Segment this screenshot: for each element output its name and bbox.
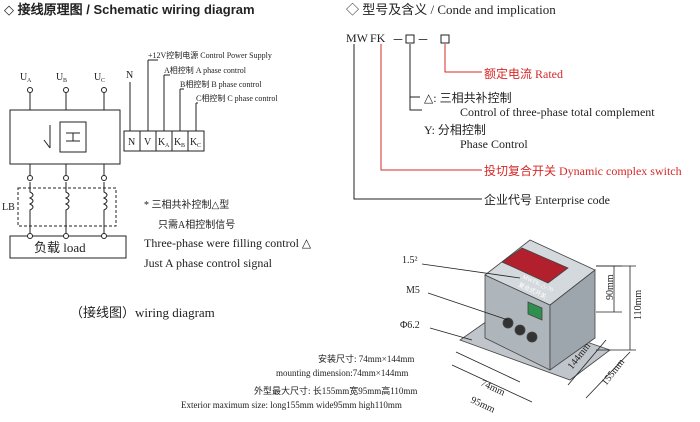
terminal-v: V	[144, 137, 152, 148]
dynamic-switch-label: 投切复合开关 Dynamic complex switch	[484, 164, 682, 178]
schematic-diagram: U A U B U C N N V K A K B K C +12V控制电源 C…	[2, 50, 278, 259]
note-line-2: 只需A相控制信号	[158, 220, 236, 231]
note-line-1: * 三相共补控制△型	[144, 200, 230, 211]
lb-label: LB	[2, 202, 15, 213]
model-code-diagram	[353, 34, 482, 200]
dim-155: 155mm	[600, 357, 628, 388]
model-code-header: ◇ 型号及含义 / Conde and implication	[346, 2, 556, 17]
y-zh-label: Y: 分相控制	[424, 123, 486, 137]
signal-power-label: +12V控制电源 Control Power Supply	[148, 50, 272, 60]
phase-sub-a: A	[27, 78, 32, 84]
terminal-kb-sub: B	[181, 143, 185, 149]
product-drawing: MWFK-△-70 复合式开关 90mm 110mm 144mm 155mm 7…	[400, 239, 644, 416]
delta-en-label: Control of three-phase total complement	[460, 105, 655, 119]
terminal-kb: K	[174, 137, 182, 148]
phase-label-uc: U	[94, 72, 102, 83]
schematic-header: ◇ 接线原理图 / Schematic wiring diagram	[4, 2, 255, 17]
phase-label-ua: U	[20, 72, 28, 83]
callout-phi-6-2: Φ6.2	[400, 320, 420, 331]
signal-c-label: C相控制 C phase control	[196, 93, 278, 103]
terminal-kc: K	[190, 137, 198, 148]
note-line-3: Three-phase were filling control △	[144, 236, 312, 250]
terminal-ka: K	[158, 137, 166, 148]
type-box	[405, 34, 415, 44]
rated-current-label: 额定电流 Rated	[484, 67, 563, 81]
terminal-n: N	[128, 137, 135, 148]
terminal-ka-sub: A	[165, 143, 170, 149]
current-box	[440, 34, 450, 44]
delta-zh-label: △: 三相共补控制	[424, 91, 512, 105]
phase-sub-c: C	[101, 78, 105, 84]
note-line-4: Just A phase control signal	[144, 256, 272, 270]
dim-110: 110mm	[633, 290, 644, 320]
callout-1-5: 1.5²	[402, 255, 418, 266]
spec-line-3: 外型最大尺寸: 长155mm宽95mm高110mm	[254, 386, 418, 396]
dim-74: 74mm	[479, 378, 507, 399]
phase-sub-b: B	[63, 78, 67, 84]
phase-label-n: N	[126, 70, 133, 81]
spec-line-2: mounting dimension:74mm×144mm	[276, 368, 409, 378]
model-dash-1: －	[392, 33, 405, 47]
enterprise-code-label: 企业代号 Enterprise code	[484, 193, 610, 207]
spec-line-4: Exterior maximum size: long155mm wide95m…	[181, 400, 402, 410]
model-prefix-fk: FK	[370, 31, 386, 45]
wiring-caption: （接线图）wiring diagram	[70, 305, 215, 320]
model-dash-2: －	[417, 33, 430, 47]
phase-label-ub: U	[56, 72, 64, 83]
y-en-label: Phase Control	[460, 137, 528, 151]
model-prefix-mw: MW	[346, 31, 368, 45]
spec-line-1: 安装尺寸: 74mm×144mm	[318, 354, 415, 364]
signal-b-label: B相控制 B phase control	[180, 79, 262, 89]
terminal-kc-sub: C	[197, 143, 201, 149]
signal-a-label: A相控制 A phase control	[164, 65, 247, 75]
dim-90: 90mm	[605, 274, 616, 300]
dim-95: 95mm	[469, 395, 497, 416]
load-label: 负载 load	[34, 240, 86, 255]
callout-m5: M5	[406, 285, 420, 296]
